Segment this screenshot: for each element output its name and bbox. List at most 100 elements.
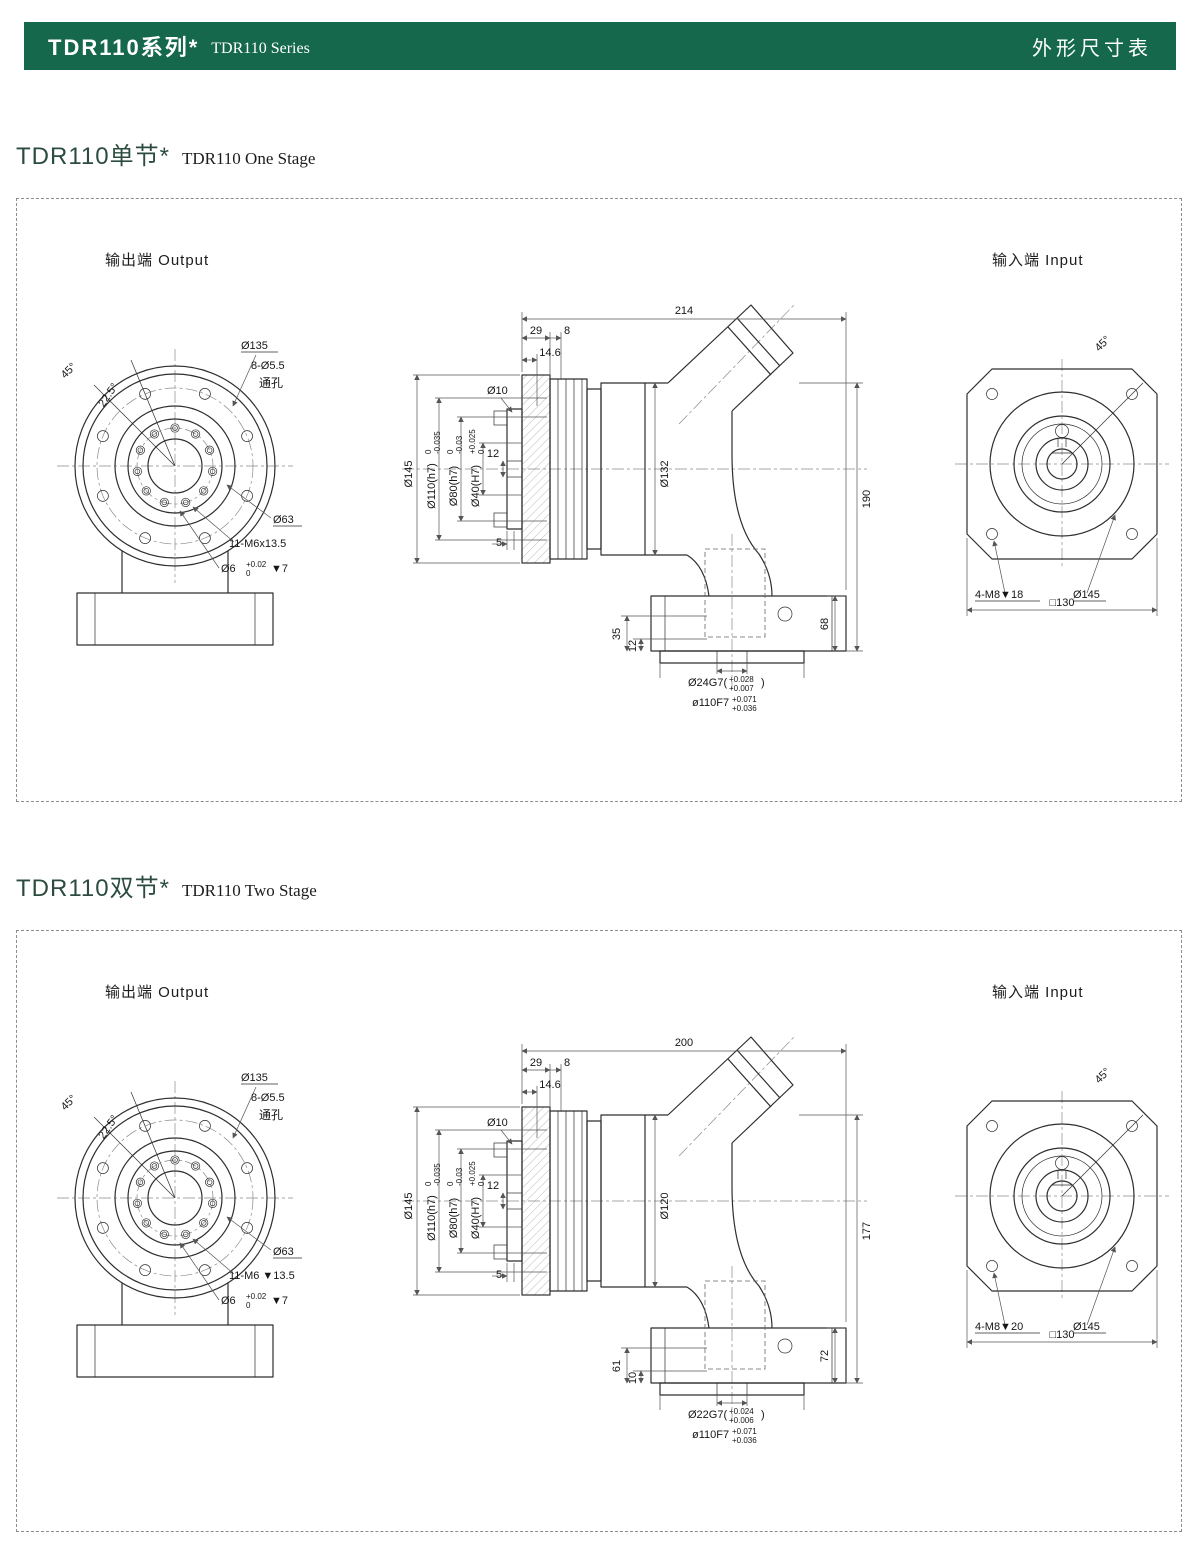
front-circles bbox=[74, 1097, 276, 1299]
section-title-cn: TDR110单节* bbox=[16, 143, 170, 170]
dim-d80: Ø80(h7) bbox=[448, 1198, 460, 1238]
dim-29: 29 bbox=[530, 1057, 542, 1069]
dim-key-12: 12 bbox=[487, 448, 499, 460]
dim-input-angle: 45° bbox=[1093, 1066, 1113, 1086]
dim-screw-d10: Ø10 bbox=[487, 1117, 508, 1129]
dim-holes: 8-Ø5.5 bbox=[251, 360, 285, 372]
dim-inner-circle: Ø63 bbox=[273, 1246, 294, 1258]
input-geometry bbox=[966, 368, 1158, 560]
dim-base-height: 68 bbox=[819, 618, 831, 630]
dim-d110-tol-bottom: -0.035 bbox=[433, 1163, 442, 1186]
header-right-label: 外形尺寸表 bbox=[1032, 37, 1152, 60]
header-title-en: TDR110 Series bbox=[211, 39, 310, 57]
output-view-label: 输出端 Output bbox=[105, 984, 210, 1001]
dim-d110: Ø110(h7) bbox=[426, 463, 438, 509]
dim-d80-tol-top: 0 bbox=[446, 1181, 455, 1186]
dim-height: 177 bbox=[861, 1222, 873, 1240]
dim-d40: Ø40(H7) bbox=[470, 465, 482, 507]
dim-bore-tol-top: +0.024 bbox=[729, 1407, 754, 1416]
dim-bore: Ø24G7( bbox=[688, 677, 727, 689]
dim-pin-tol-top: +0.02 bbox=[246, 1292, 267, 1301]
dim-d110-tol-bottom: -0.035 bbox=[433, 431, 442, 454]
side-dim-lines bbox=[413, 1044, 863, 1410]
dim-input-screws: 4-M8▼18 bbox=[975, 589, 1023, 601]
dim-spigot: ø110F7 bbox=[692, 1429, 729, 1441]
dim-pin-tol-top: +0.02 bbox=[246, 560, 267, 569]
dim-d40-tol-top: +0.025 bbox=[468, 1161, 477, 1186]
front-tapped-holes bbox=[132, 1155, 218, 1239]
front-dim-labels: 45° 22.5° Ø135 8-Ø5.5 通孔 Ø63 11-M6 ▼13.5… bbox=[59, 1072, 295, 1310]
dim-base-b: 10 bbox=[627, 1372, 639, 1384]
dim-angle-22-5: 22.5° bbox=[96, 381, 121, 409]
dim-spigot-tol-top: +0.071 bbox=[732, 1427, 757, 1436]
section-title-cn: TDR110双节* bbox=[16, 875, 170, 902]
dim-bore: Ø22G7( bbox=[688, 1409, 727, 1421]
dim-input-square: □130 bbox=[1050, 597, 1075, 609]
dim-pilot-5: 5 bbox=[496, 1269, 502, 1281]
dim-d40: Ø40(H7) bbox=[470, 1197, 482, 1239]
dim-d110-tol-top: 0 bbox=[424, 449, 433, 454]
dim-d40-tol-top: +0.025 bbox=[468, 429, 477, 454]
input-dim-labels: 45° 4-M8▼18 Ø145 □130 bbox=[975, 334, 1113, 609]
dim-overall-length: 214 bbox=[675, 305, 693, 317]
front-leaders bbox=[179, 1083, 302, 1301]
dim-tapped: 11-M6x13.5 bbox=[229, 538, 286, 550]
output-front-view: 45° 22.5° Ø135 8-Ø5.5 通孔 Ø63 11-M6x13.5 … bbox=[57, 340, 302, 646]
side-dim-lines bbox=[413, 312, 863, 678]
dim-angle-45: 45° bbox=[59, 1093, 79, 1113]
dim-bore-tol-bottom: +0.006 bbox=[729, 1416, 754, 1425]
section-title-en: TDR110 One Stage bbox=[181, 149, 316, 168]
dim-input-d145: Ø145 bbox=[1073, 1321, 1100, 1333]
dim-input-d145: Ø145 bbox=[1073, 589, 1100, 601]
dim-8: 8 bbox=[564, 325, 570, 337]
dim-angle-22-5: 22.5° bbox=[96, 1113, 121, 1141]
side-section-view: 200 29 8 14.6 Ø10 Ø145 Ø110(h7) 0 -0.035… bbox=[402, 1035, 873, 1445]
dim-base-a: 35 bbox=[611, 628, 623, 640]
dim-8: 8 bbox=[564, 1057, 570, 1069]
dim-bolt-circle: Ø135 bbox=[241, 340, 268, 352]
dim-angle-45: 45° bbox=[59, 361, 79, 381]
header-bar: TDR110系列* TDR110 Series 外形尺寸表 bbox=[24, 22, 1176, 70]
dim-d80-tol-bottom: -0.03 bbox=[455, 1167, 464, 1186]
dim-base-a: 61 bbox=[611, 1360, 623, 1372]
dim-body-diameter: Ø132 bbox=[659, 461, 671, 488]
input-dims bbox=[966, 514, 1158, 616]
dim-14-6: 14.6 bbox=[539, 347, 560, 359]
dim-key-12: 12 bbox=[487, 1180, 499, 1192]
section-title-one-stage: TDR110单节* TDR110 One Stage bbox=[16, 136, 315, 171]
dim-pin-tol-bottom: 0 bbox=[246, 1301, 251, 1310]
front-circles bbox=[74, 365, 276, 567]
dim-inner-circle: Ø63 bbox=[273, 514, 294, 526]
dim-d145: Ø145 bbox=[403, 1193, 415, 1220]
front-dim-labels: 45° 22.5° Ø135 8-Ø5.5 通孔 Ø63 11-M6x13.5 … bbox=[59, 340, 294, 578]
dim-d40-tol-bottom: 0 bbox=[477, 1181, 486, 1186]
front-leaders bbox=[179, 351, 302, 569]
dim-holes: 8-Ø5.5 bbox=[251, 1092, 285, 1104]
header-title-cn: TDR110系列* bbox=[48, 35, 200, 60]
two-stage-panel: 输出端 Output 输入端 Input bbox=[16, 930, 1182, 1532]
dim-input-square: □130 bbox=[1050, 1329, 1075, 1341]
dim-base-b: 12 bbox=[627, 640, 639, 652]
input-geometry bbox=[966, 1100, 1158, 1292]
dim-bore-tol-bottom: +0.007 bbox=[729, 684, 754, 693]
dim-body-diameter: Ø120 bbox=[659, 1193, 671, 1220]
dim-holes-note: 通孔 bbox=[259, 376, 283, 390]
input-centerlines bbox=[955, 1091, 1169, 1301]
dim-screw-d10: Ø10 bbox=[487, 385, 508, 397]
dim-d80-tol-top: 0 bbox=[446, 449, 455, 454]
input-dims bbox=[966, 1246, 1158, 1348]
output-front-view: 45° 22.5° Ø135 8-Ø5.5 通孔 Ø63 11-M6 ▼13.5… bbox=[57, 1072, 302, 1378]
input-view-label: 输入端 Input bbox=[992, 252, 1084, 269]
front-base bbox=[76, 551, 274, 646]
one-stage-panel: 输出端 Output 输入端 Input bbox=[16, 198, 1182, 802]
side-dim-labels: 214 29 8 14.6 Ø10 Ø145 Ø110(h7) 0 -0.035… bbox=[403, 305, 873, 713]
input-dim-labels: 45° 4-M8▼20 Ø145 □130 bbox=[975, 1066, 1113, 1341]
front-tapped-holes bbox=[132, 423, 218, 507]
input-view-label: 输入端 Input bbox=[992, 984, 1084, 1001]
front-bolt-holes bbox=[97, 388, 253, 544]
dim-bore-close: ) bbox=[761, 677, 765, 689]
dim-bolt-circle: Ø135 bbox=[241, 1072, 268, 1084]
dim-d40-tol-bottom: 0 bbox=[477, 449, 486, 454]
dim-input-screws: 4-M8▼20 bbox=[975, 1321, 1023, 1333]
